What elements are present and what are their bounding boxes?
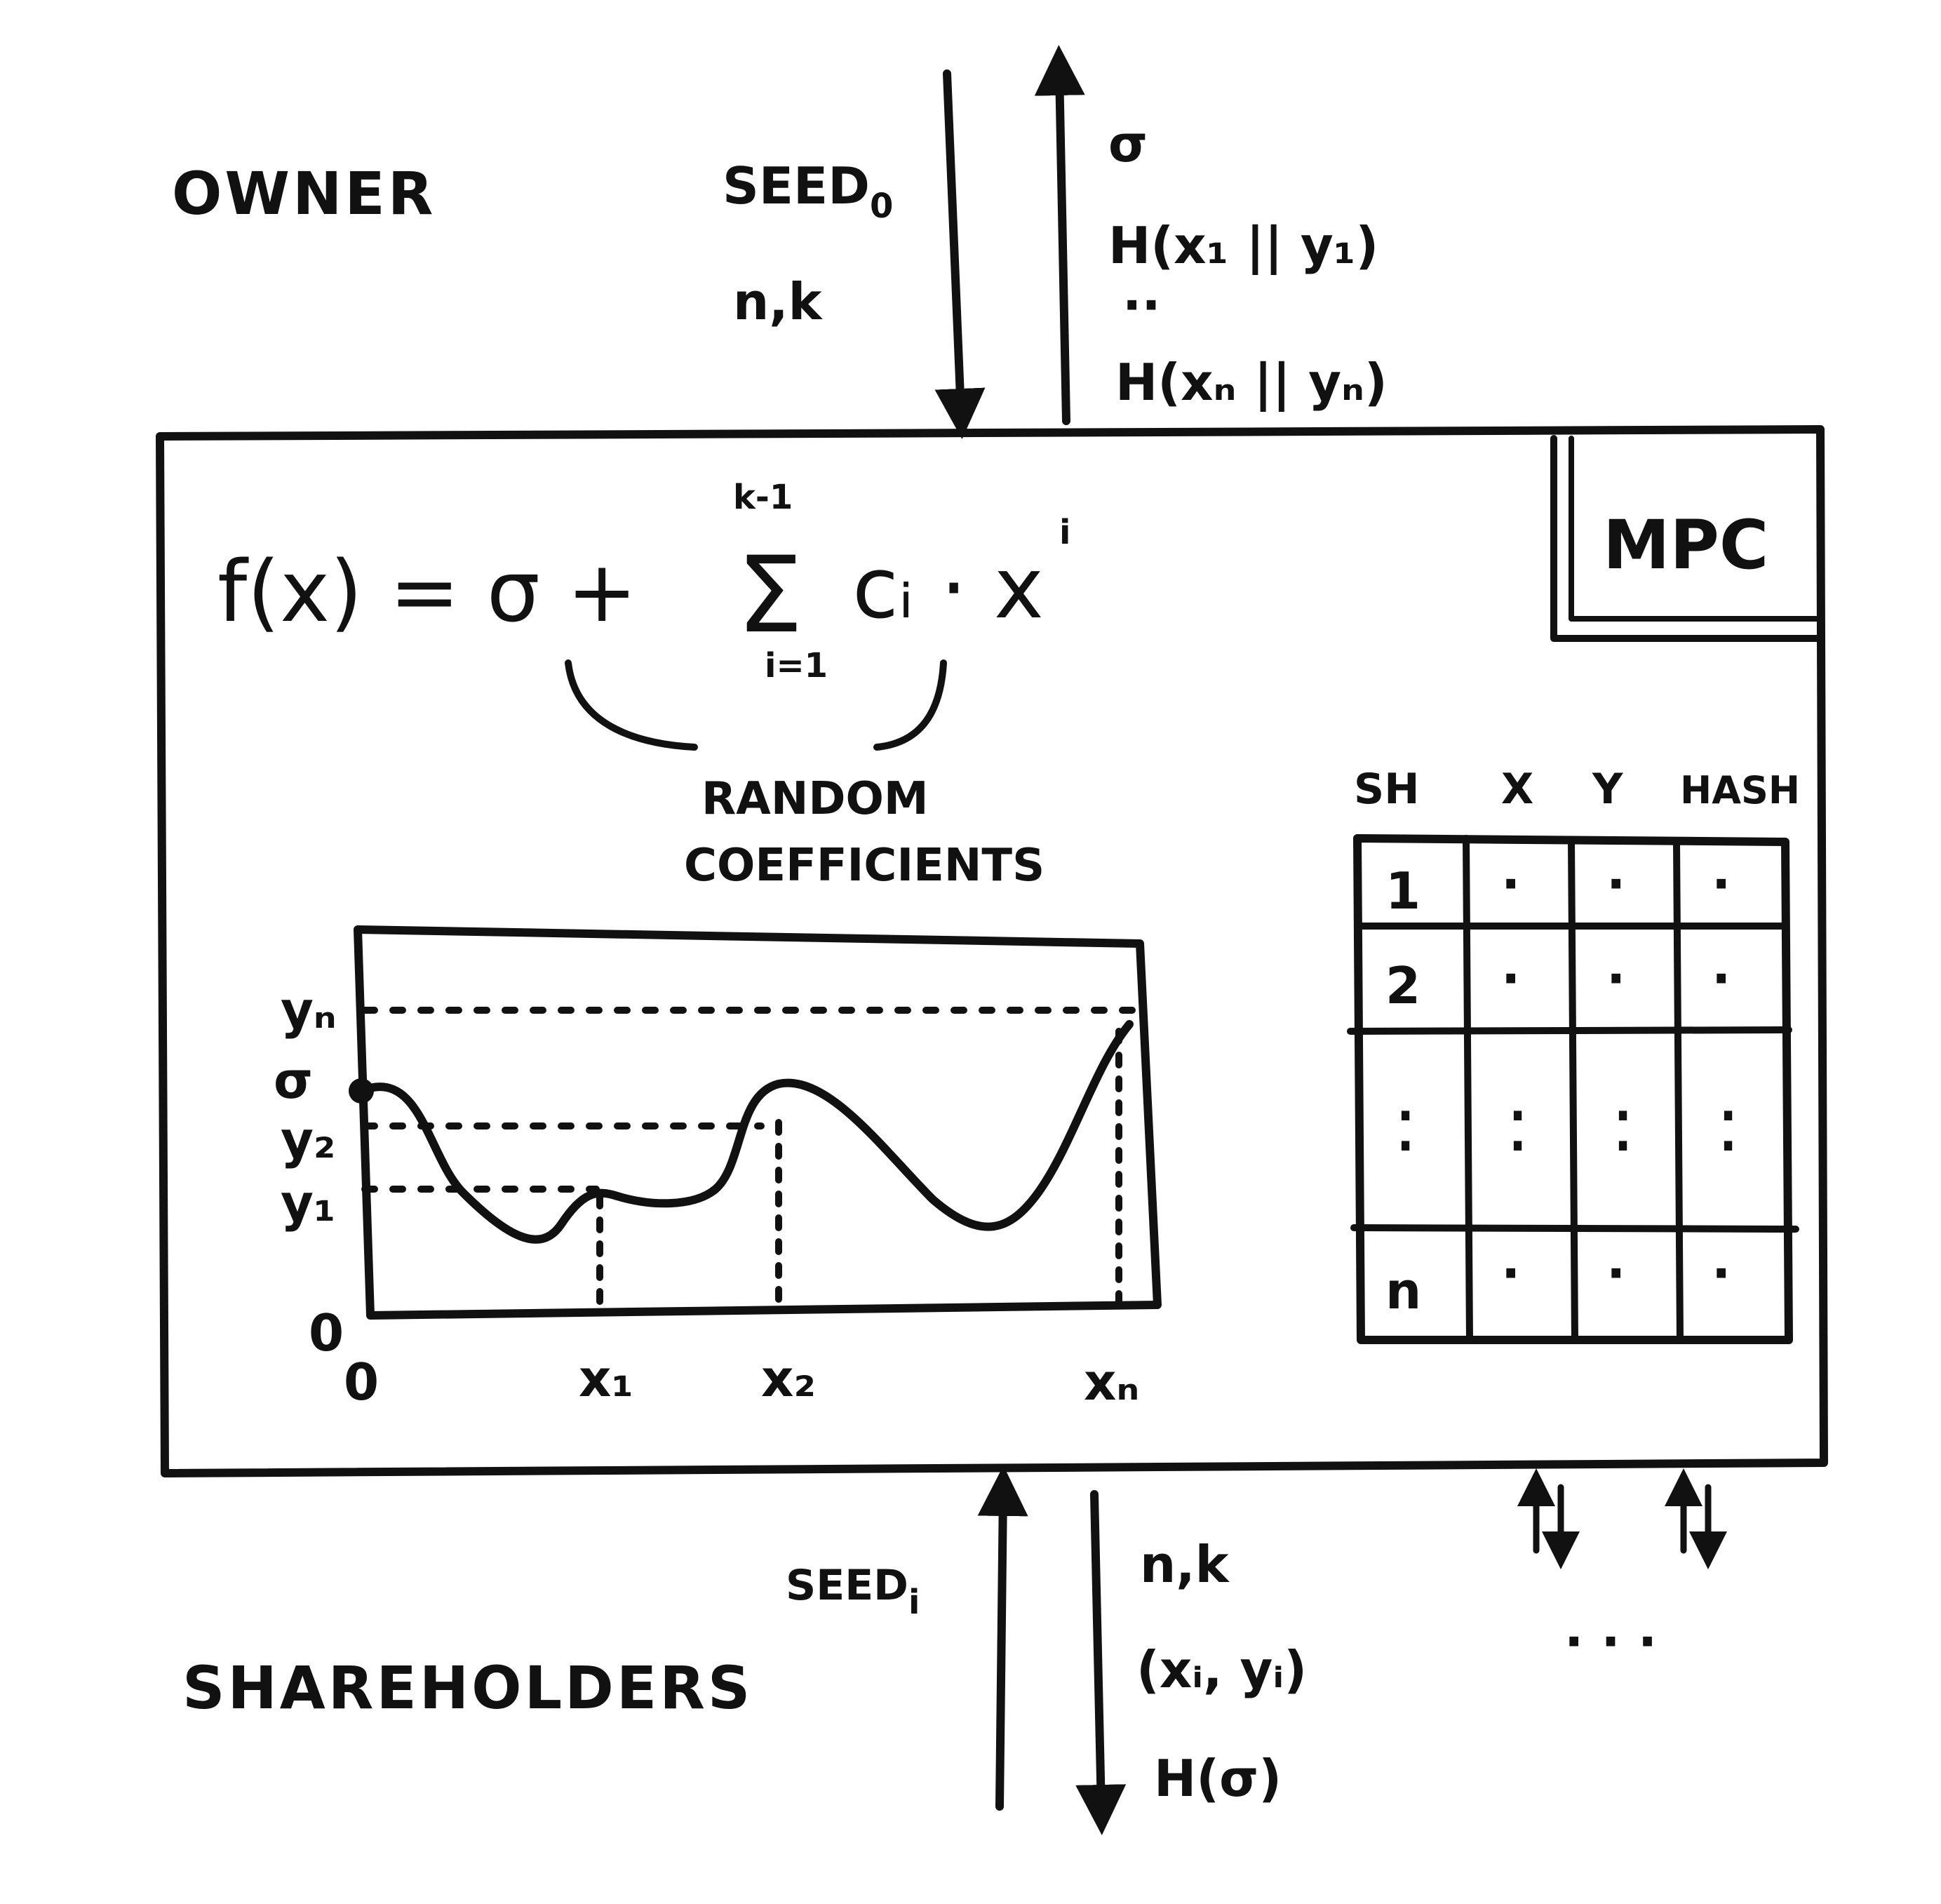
- mpc-to-shareholders-arrow: [1075, 1490, 1127, 1835]
- x-tick-x1: x₁: [579, 1349, 633, 1408]
- sigma-point: [349, 1078, 374, 1104]
- table-row3-y: :: [1610, 1079, 1636, 1169]
- mpc-label-frame-inner: [1569, 436, 1823, 622]
- y-tick-sigma: σ: [274, 1051, 313, 1110]
- random-note-line2: COEFFICIENTS: [684, 840, 1045, 892]
- table-rown-x: ·: [1501, 1244, 1520, 1303]
- brace-right: [873, 659, 947, 751]
- table-col-line-2: [1568, 837, 1578, 1343]
- table-row2-sh: 2: [1385, 956, 1421, 1015]
- table-row1-y: ·: [1606, 854, 1625, 913]
- table-row3-hash: :: [1715, 1079, 1741, 1169]
- table-header-hash: HASH: [1680, 768, 1800, 812]
- hash-last-label: H(xₙ || yₙ): [1115, 353, 1388, 413]
- mpc-label-frame-outer: [1550, 435, 1824, 642]
- mpc-to-owner-arrow: [1034, 45, 1085, 425]
- brace-left: [565, 659, 698, 751]
- hash-dots: ··: [1122, 276, 1161, 335]
- y-tick-yn: yₙ: [281, 981, 337, 1040]
- seedi-label: SEEDi: [786, 1561, 920, 1622]
- table-row1-sh: 1: [1385, 862, 1421, 920]
- table-row2-x: ·: [1501, 949, 1520, 1008]
- table-row1-x: ·: [1501, 854, 1520, 913]
- owner-label: OWNER: [172, 159, 436, 228]
- table-frame: [1353, 834, 1793, 1344]
- shareholder-nk-label: n,k: [1140, 1535, 1230, 1594]
- formula-lhs: f(x) = σ +: [217, 544, 637, 641]
- table-row3-sh: :: [1392, 1079, 1418, 1169]
- mpc-label: MPC: [1603, 506, 1768, 584]
- shareholders-to-mpc-arrow: [977, 1466, 1028, 1811]
- random-note-line1: RANDOM: [701, 773, 929, 825]
- more-channels-dots: · · ·: [1564, 1612, 1657, 1671]
- owner-to-mpc-arrow: [934, 69, 986, 439]
- table-rown-hash: ·: [1712, 1244, 1731, 1303]
- table-header-y: Y: [1592, 765, 1624, 814]
- table-row-line-3: [1350, 1224, 1799, 1233]
- x-tick-zero: 0: [344, 1353, 379, 1412]
- table-row3-x: :: [1505, 1079, 1531, 1169]
- sum-symbol: Σ: [737, 535, 803, 657]
- sum-lower: i=1: [765, 646, 828, 685]
- seed0-label: SEED0: [723, 156, 893, 226]
- table-row-line-2: [1347, 1026, 1792, 1035]
- table-rown-sh: n: [1385, 1261, 1421, 1320]
- y-tick-zero: 0: [309, 1303, 344, 1362]
- table-rown-y: ·: [1606, 1244, 1625, 1303]
- hash-first-label: H(x₁ || y₁): [1108, 216, 1378, 276]
- table-header-x: X: [1501, 765, 1533, 814]
- formula-exp: i: [1059, 513, 1070, 552]
- table-row2-y: ·: [1606, 949, 1625, 1008]
- y-tick-y1: y₁: [281, 1174, 335, 1233]
- formula-term: cᵢ · x: [852, 540, 1044, 638]
- sum-upper: k-1: [733, 478, 793, 517]
- mpc-box: [156, 425, 1828, 1477]
- sigma-out-label: σ: [1108, 114, 1148, 173]
- shareholder-point-label: (xᵢ, yᵢ): [1136, 1640, 1307, 1699]
- table-header-sh: SH: [1354, 765, 1419, 814]
- polynomial-curve: [357, 1020, 1134, 1244]
- table-row1-hash: ·: [1712, 854, 1731, 913]
- x-tick-x2: x₂: [761, 1349, 816, 1408]
- owner-nk-label: n,k: [733, 272, 824, 331]
- table-col-line-3: [1673, 838, 1684, 1343]
- y-tick-y2: y₂: [281, 1111, 335, 1169]
- shareholder-hash-label: H(σ): [1154, 1749, 1282, 1808]
- x-tick-xn: xₙ: [1084, 1353, 1139, 1412]
- shareholders-label: SHAREHOLDERS: [182, 1654, 753, 1722]
- table-row2-hash: ·: [1712, 949, 1731, 1008]
- table-col-line-1: [1463, 835, 1473, 1343]
